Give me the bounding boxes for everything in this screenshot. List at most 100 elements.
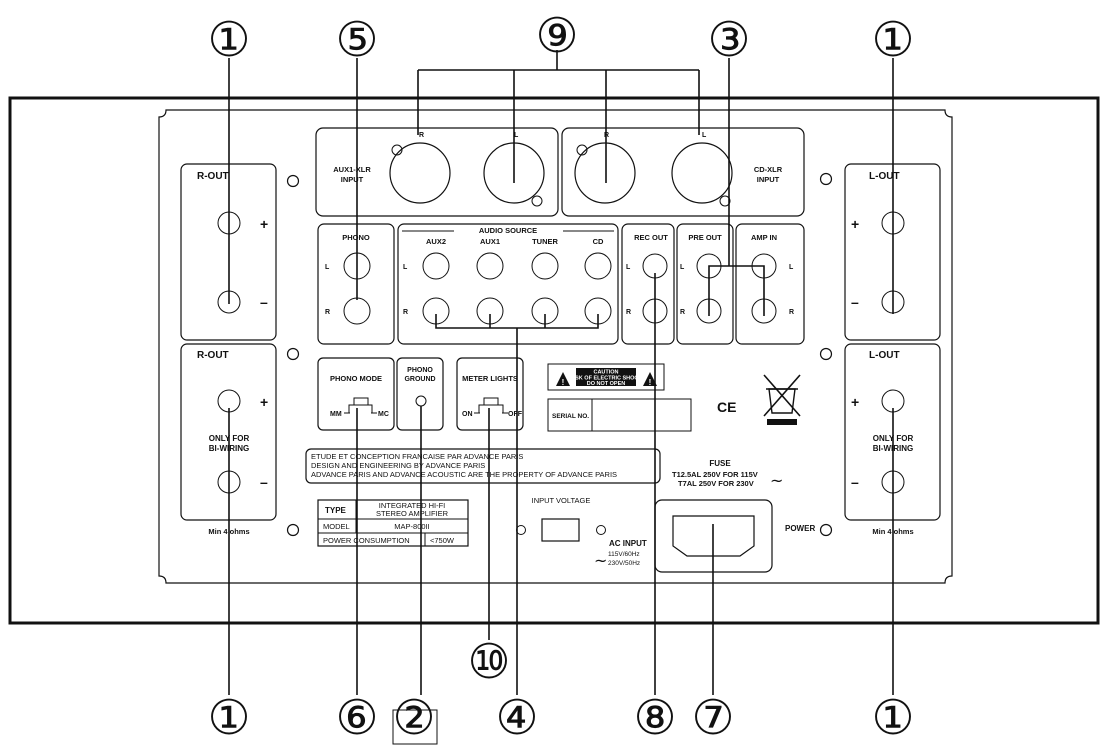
pre-out-r-label: R: [680, 309, 685, 316]
mounting-hole: [286, 523, 300, 537]
phono-mode-panel: [317, 357, 395, 431]
info-text-line1: ETUDE ET CONCEPTION FRANCAISE PAR ADVANC…: [311, 452, 523, 461]
mounting-hole: [286, 174, 300, 188]
spec-power-label: POWER CONSUMPTION: [323, 536, 410, 545]
callout-6: ⑥: [335, 690, 378, 745]
phono-ground-panel: [396, 357, 444, 431]
meter-lights-block: METER LIGHTS ON OFF: [456, 357, 524, 431]
warning-triangle-icon: [556, 372, 570, 386]
caution-line1: RISK OF ELECTRIC SHOCK: [570, 376, 643, 382]
rec-out-title: REC OUT: [634, 233, 668, 242]
callouts-top: ① ⑤ ⑨ ③ ①: [207, 8, 914, 68]
input-voltage-block: INPUT VOLTAGE AC INPUT ~ 115V/60Hz 230V/…: [516, 496, 647, 570]
ac-tilde-icon: ~: [770, 471, 783, 490]
mounting-hole: [286, 347, 300, 361]
cd-xlr-l-label: L: [702, 132, 707, 139]
meter-lights-title: METER LIGHTS: [462, 374, 518, 383]
voltage-selector-screw: [596, 525, 606, 535]
exclamation-icon: !: [649, 378, 652, 387]
phono-mode-block: PHONO MODE MM MC: [317, 357, 395, 431]
callout-2: ②: [392, 690, 435, 745]
power-label: POWER: [785, 524, 815, 533]
aux2-label: AUX2: [426, 237, 446, 246]
callouts-bottom: ① ⑥ ② ⑩ ④ ⑧ ⑦ ①: [207, 634, 914, 745]
meter-lights-switch-guide: [478, 404, 504, 413]
spec-type-label: TYPE: [325, 506, 347, 515]
spec-type-value-line1: INTEGRATED HI-FI: [379, 501, 446, 510]
plus-sign: +: [260, 394, 268, 410]
info-text-panel: [305, 448, 661, 484]
meter-lights-off-label: OFF: [508, 411, 523, 418]
phono-mode-switch-guide: [348, 404, 373, 413]
audio-source-panel: [397, 223, 619, 345]
spec-type-value-line2: STEREO AMPLIFIER: [376, 509, 449, 518]
aux2-l-jack[interactable]: [422, 252, 450, 280]
ac-input-voltage-2: 230V/50Hz: [608, 560, 640, 567]
callout-2-frame: [392, 709, 438, 745]
callout-5: ⑤: [335, 12, 378, 68]
audio-source-title: AUDIO SOURCE: [479, 226, 537, 235]
cd-xlr-l-jack[interactable]: [671, 142, 733, 204]
l-out-lower-title: L-OUT: [869, 350, 900, 361]
mounting-hole: [819, 523, 833, 537]
callout-1-top-left: ①: [207, 12, 250, 68]
callout-4: ④: [495, 690, 538, 745]
exclamation-icon: !: [562, 378, 565, 387]
amp-in-l-label: L: [789, 264, 794, 271]
audio-source-r-label: R: [403, 309, 408, 316]
power-inlet-socket[interactable]: [672, 515, 755, 557]
phono-mode-mm-label: MM: [330, 411, 342, 418]
spec-table-border: [317, 499, 469, 547]
cd-l-jack[interactable]: [584, 252, 612, 280]
plus-sign: +: [851, 394, 859, 410]
leader-line-9: [417, 50, 700, 183]
caution-box: [576, 368, 636, 386]
weee-bin-icon: [763, 374, 801, 425]
aux1-xlr-title-line2: INPUT: [341, 175, 364, 184]
mounting-hole: [819, 172, 833, 186]
callout-7: ⑦: [691, 690, 734, 745]
phono-r-label: R: [325, 309, 330, 316]
aux1-l-jack[interactable]: [476, 252, 504, 280]
callout-10: ⑩: [467, 634, 510, 690]
callout-3: ③: [707, 12, 750, 68]
tuner-l-jack[interactable]: [531, 252, 559, 280]
audio-source-l-label: L: [403, 264, 408, 271]
aux1-xlr-r-jack[interactable]: [389, 142, 451, 204]
spec-power-value: <750W: [430, 536, 455, 545]
amp-in-r-label: R: [789, 309, 794, 316]
l-out-upper-title: L-OUT: [869, 171, 900, 182]
info-text-block: ETUDE ET CONCEPTION FRANCAISE PAR ADVANC…: [305, 448, 661, 484]
phono-mode-mc-label: MC: [378, 411, 389, 418]
serial-number-title: SERIAL NO.: [552, 413, 589, 420]
leader-lines: [228, 50, 894, 695]
fuse-title: FUSE: [709, 459, 731, 468]
spec-model-value: MAP-800II: [394, 522, 429, 531]
cd-xlr-title-line2: INPUT: [757, 175, 780, 184]
cd-xlr-input-block: CD-XLR INPUT R L: [561, 127, 805, 217]
cd-label: CD: [593, 237, 604, 246]
serial-number-box: [547, 398, 692, 432]
phono-title: PHONO: [342, 233, 370, 242]
mounting-hole: [819, 347, 833, 361]
caution-line2: DO NOT OPEN: [587, 381, 626, 387]
phono-panel: [317, 223, 395, 345]
cd-xlr-l-latch: [719, 195, 731, 207]
ac-tilde-icon: ~: [594, 551, 607, 570]
aux1-xlr-input-block: AUX1-XLR INPUT R L: [315, 127, 559, 217]
pre-out-title: PRE OUT: [688, 233, 722, 242]
phono-l-label: L: [325, 264, 330, 271]
rear-panel-plate: [158, 109, 953, 584]
fuse-block: FUSE T12.5AL 250V FOR 115V T7AL 250V FOR…: [672, 459, 783, 490]
minus-sign: –: [851, 474, 859, 490]
ac-input-title: AC INPUT: [609, 539, 647, 548]
cd-xlr-r-jack[interactable]: [574, 142, 636, 204]
rec-out-panel: [621, 223, 675, 345]
minus-sign: –: [260, 474, 268, 490]
bin-cross: [763, 374, 801, 417]
voltage-selector-switch[interactable]: [541, 518, 580, 542]
r-out-lower-title: R-OUT: [197, 350, 229, 361]
fuse-line1: T12.5AL 250V FOR 115V: [672, 470, 758, 479]
pre-out-block: PRE OUT L R: [676, 223, 734, 345]
